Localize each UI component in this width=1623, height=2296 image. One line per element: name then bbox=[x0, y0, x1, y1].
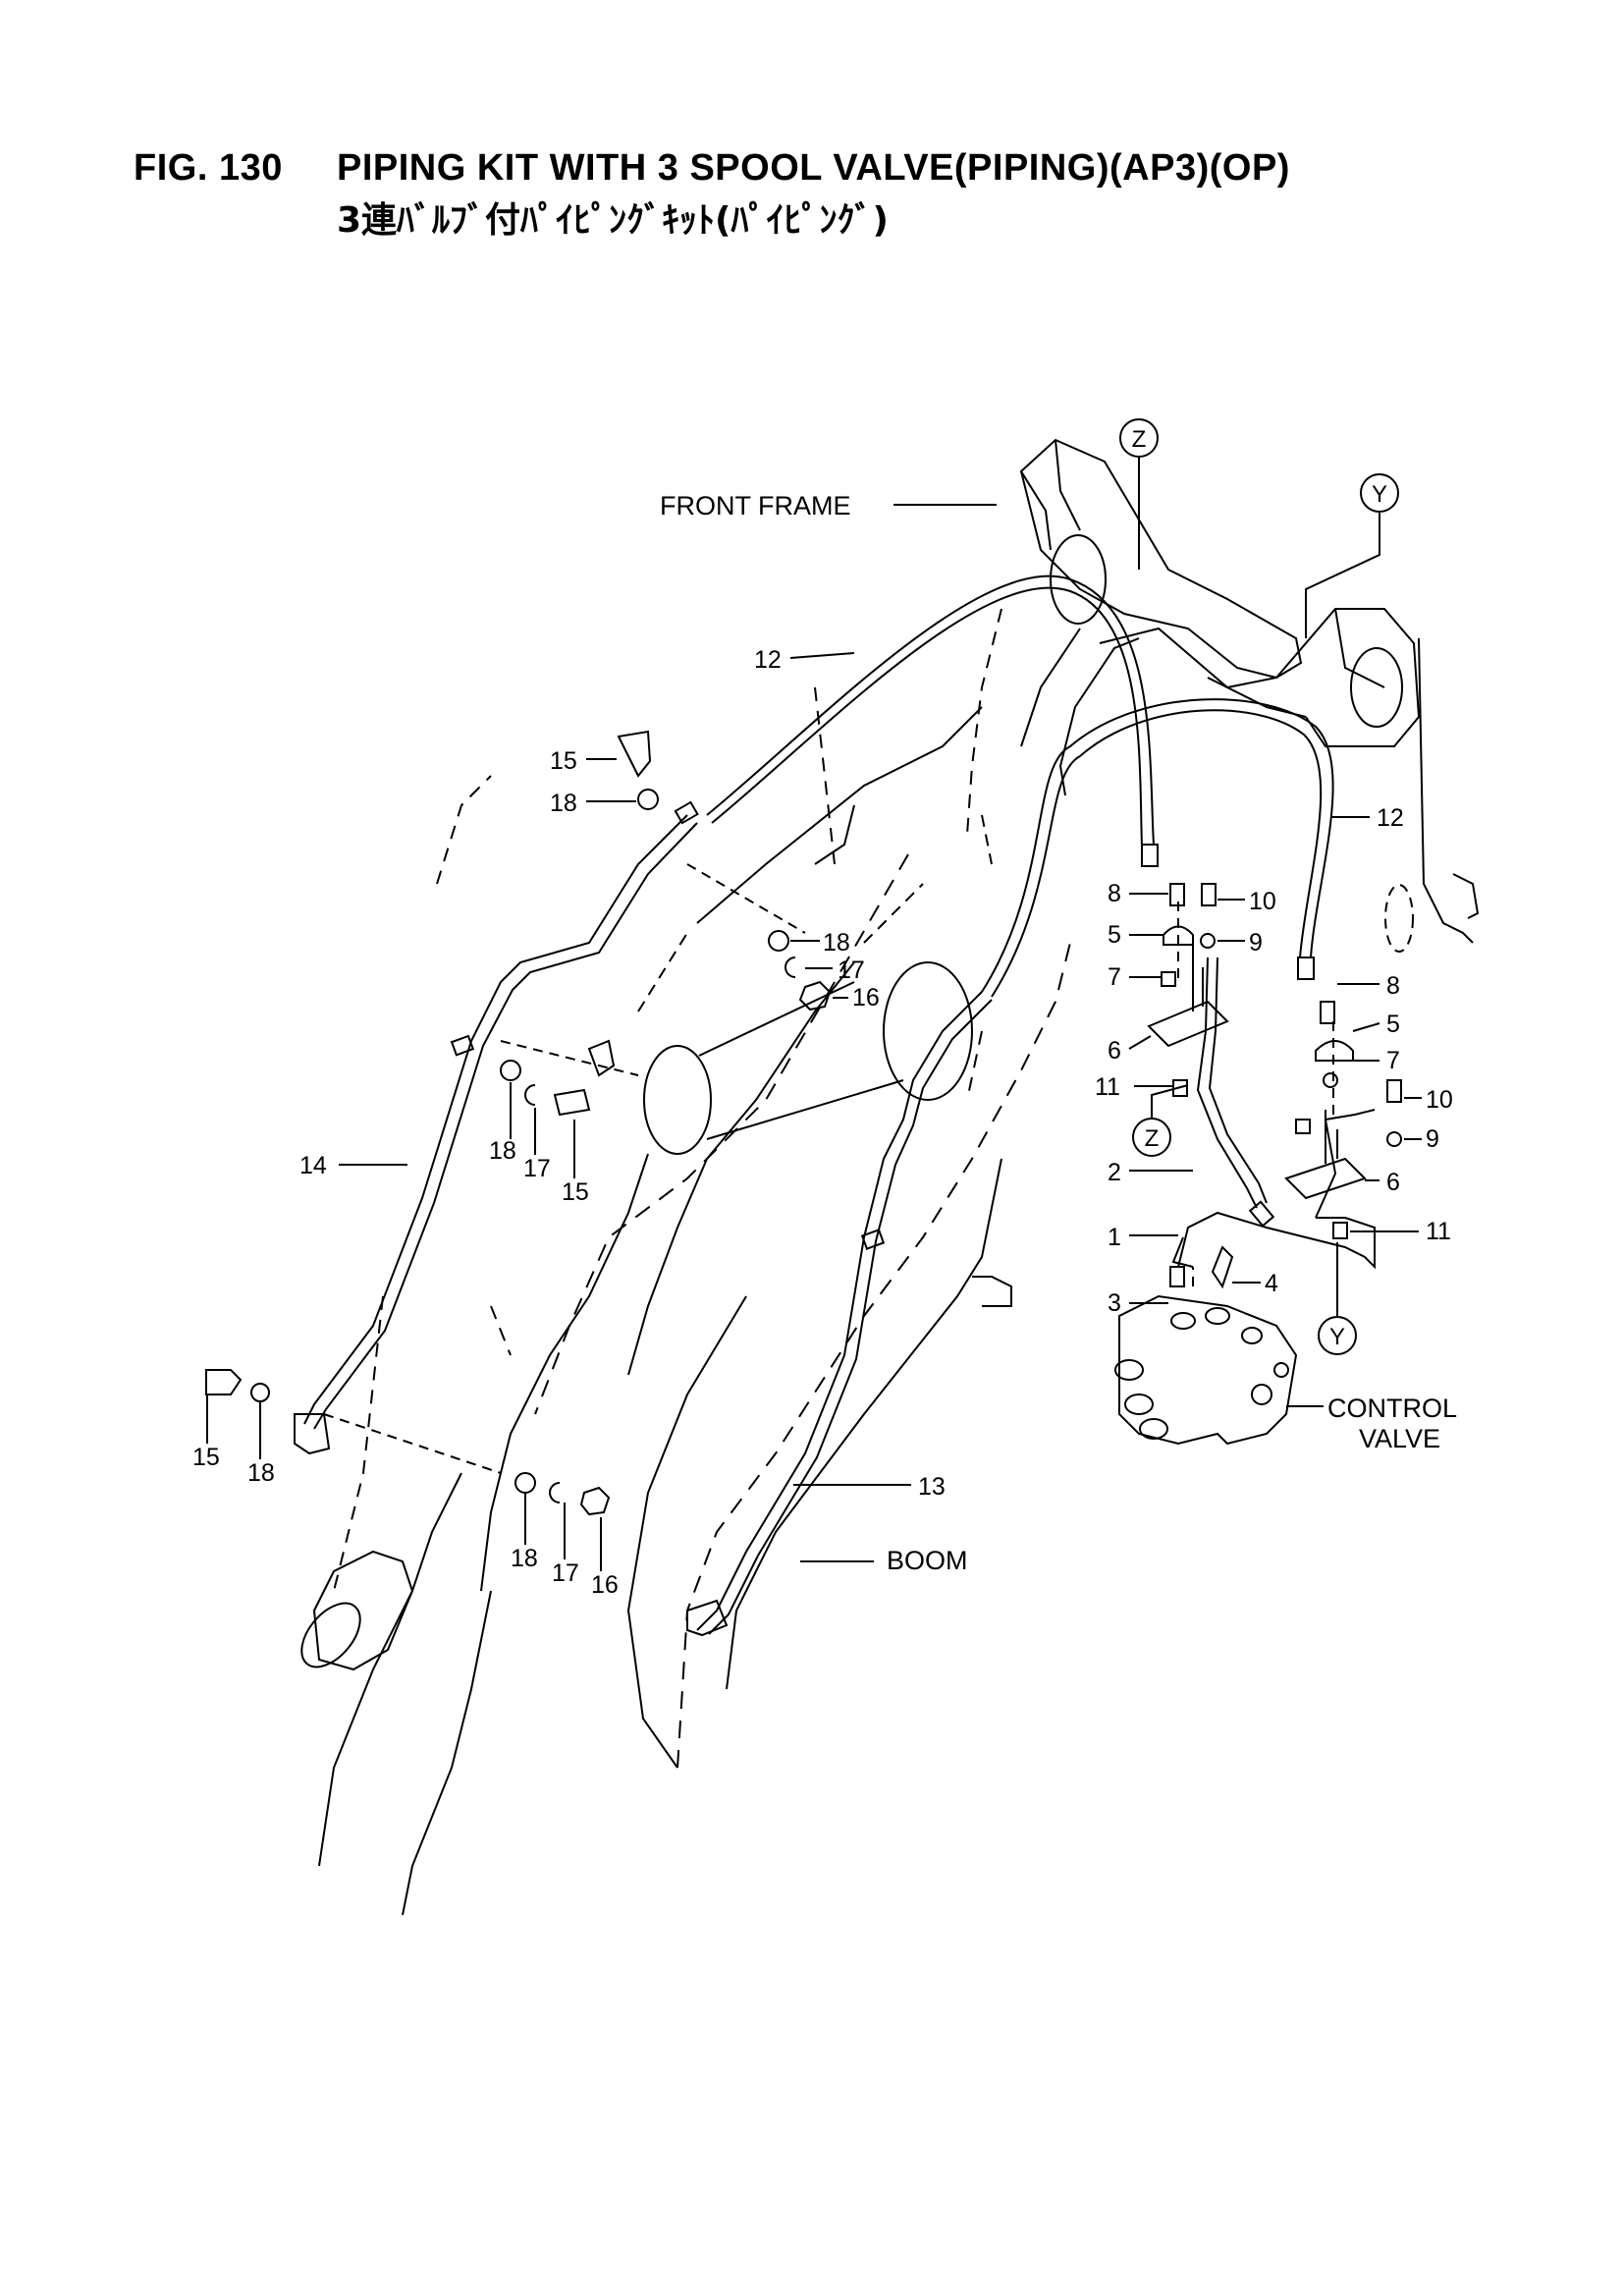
svg-text:BOOM: BOOM bbox=[887, 1546, 968, 1575]
callout-12: 12 bbox=[754, 646, 782, 674]
svg-text:CONTROL: CONTROL bbox=[1327, 1394, 1457, 1423]
callout-17: 17 bbox=[523, 1155, 551, 1182]
callout-18: 18 bbox=[489, 1137, 516, 1165]
callout-16: 16 bbox=[591, 1571, 619, 1599]
callout-12: 12 bbox=[1377, 804, 1404, 832]
left-hardware bbox=[205, 730, 832, 1516]
callout-3: 3 bbox=[1108, 1289, 1121, 1317]
callout-7: 7 bbox=[1108, 963, 1121, 991]
callout-2: 2 bbox=[1108, 1159, 1121, 1186]
callout-18: 18 bbox=[511, 1545, 538, 1572]
callout-10: 10 bbox=[1249, 888, 1276, 915]
callout-6: 6 bbox=[1108, 1037, 1121, 1065]
callout-7: 7 bbox=[1386, 1047, 1400, 1074]
svg-text:FRONT FRAME: FRONT FRAME bbox=[660, 491, 851, 520]
right-clamp-stack bbox=[1295, 1001, 1402, 1239]
callout-1: 1 bbox=[1108, 1224, 1121, 1251]
callout-5: 5 bbox=[1108, 921, 1121, 949]
figure-subtitle: 3連ﾊﾞﾙﾌﾞ付ﾊﾟｲﾋﾟﾝｸﾞｷｯﾄ(ﾊﾟｲﾋﾟﾝｸﾞ) bbox=[337, 200, 889, 241]
callout-17: 17 bbox=[838, 957, 865, 984]
callout-18: 18 bbox=[247, 1459, 275, 1487]
callout-18: 18 bbox=[823, 929, 850, 957]
callout-8: 8 bbox=[1386, 972, 1400, 1000]
view-marker-z-bottom: Z bbox=[1132, 1084, 1189, 1157]
front-frame-outline bbox=[1019, 438, 1480, 953]
callout-16: 16 bbox=[852, 984, 880, 1011]
callout-14: 14 bbox=[299, 1152, 327, 1179]
svg-text:Z: Z bbox=[1132, 426, 1147, 453]
pipe-14 bbox=[294, 800, 699, 1455]
callout-17: 17 bbox=[552, 1559, 579, 1587]
label-front-frame: FRONT FRAME bbox=[660, 491, 997, 520]
part-callouts: 12 12 15 18 18 17 16 18 17 15 14 8 10 5 … bbox=[192, 646, 1453, 1599]
callout-15: 15 bbox=[192, 1444, 220, 1471]
callout-18: 18 bbox=[550, 790, 577, 817]
callout-10: 10 bbox=[1426, 1086, 1453, 1114]
view-marker-y-bottom: Y bbox=[1318, 1242, 1357, 1355]
svg-text:Z: Z bbox=[1145, 1125, 1160, 1152]
callout-9: 9 bbox=[1249, 929, 1263, 957]
hose-12-left bbox=[706, 574, 1159, 867]
bracket-6-right bbox=[1284, 1110, 1367, 1200]
svg-text:Y: Y bbox=[1329, 1324, 1345, 1350]
bracket-6-left bbox=[1147, 943, 1229, 1048]
svg-text:Y: Y bbox=[1372, 481, 1387, 508]
cylinder-and-arm bbox=[300, 686, 993, 1916]
callout-13: 13 bbox=[918, 1473, 946, 1501]
callout-11: 11 bbox=[1095, 1073, 1120, 1101]
callout-9: 9 bbox=[1426, 1125, 1439, 1153]
callout-4: 4 bbox=[1265, 1270, 1278, 1297]
view-marker-y-top: Y bbox=[1305, 473, 1399, 638]
figure-number: FIG. 130 bbox=[134, 147, 283, 189]
callout-15: 15 bbox=[562, 1178, 589, 1206]
label-control-valve: CONTROL VALVE bbox=[1286, 1394, 1457, 1453]
svg-text:VALVE: VALVE bbox=[1359, 1424, 1440, 1453]
callout-11: 11 bbox=[1426, 1218, 1451, 1245]
callout-5: 5 bbox=[1386, 1011, 1400, 1038]
view-marker-z-top: Z bbox=[1119, 418, 1159, 570]
assembly-dash-lines bbox=[323, 863, 1334, 1474]
callout-6: 6 bbox=[1386, 1169, 1400, 1196]
callout-8: 8 bbox=[1108, 880, 1121, 907]
callout-15: 15 bbox=[550, 747, 577, 775]
hose-12-right bbox=[981, 698, 1334, 998]
control-valve bbox=[1114, 1245, 1298, 1446]
figure-title: PIPING KIT WITH 3 SPOOL VALVE(PIPING)(AP… bbox=[337, 147, 1290, 189]
pipe-13 bbox=[686, 991, 993, 1637]
label-boom: BOOM bbox=[800, 1546, 968, 1575]
